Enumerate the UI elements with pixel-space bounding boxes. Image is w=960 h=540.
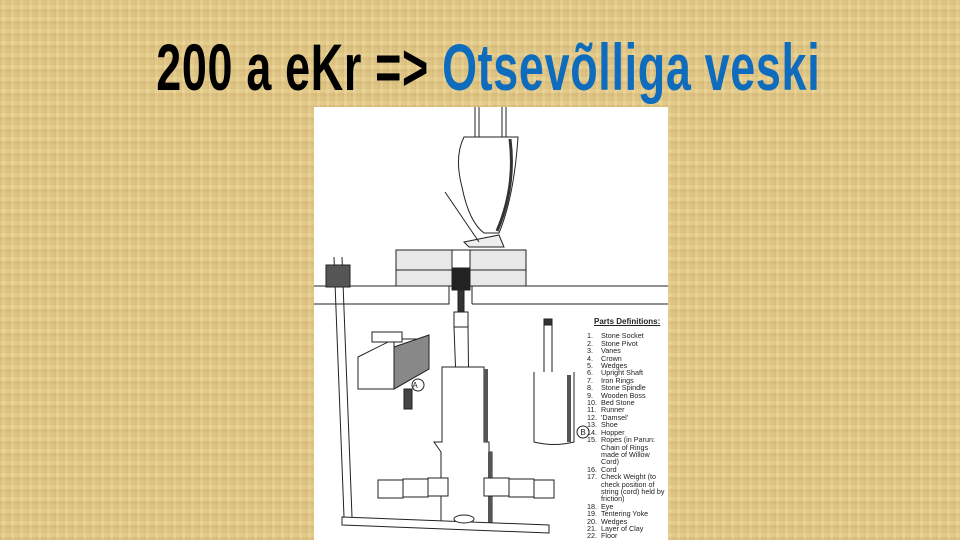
tentering-rod — [341, 516, 550, 534]
part-item: 17. Check Weight (to check position of st… — [587, 473, 667, 503]
part-label: Ropes (in Parun: Chain of Rings made of … — [601, 435, 655, 467]
title-highlight: Otsevõlliga veski — [442, 30, 821, 104]
part-number: 20. — [587, 516, 597, 526]
part-number: 11. — [587, 405, 597, 415]
parts-definitions: Parts Definitions: 1. Stone Socket 2. Stone… — [587, 317, 667, 540]
part-item: 1. Stone Socket — [587, 331, 667, 341]
part-label: Cord — [601, 464, 617, 474]
part-label: Shoe — [601, 420, 618, 430]
part-number: 14. — [587, 427, 597, 437]
part-item: 11. Runner — [587, 405, 667, 415]
part-item: 20. Wedges — [587, 516, 667, 526]
parts-heading: Parts Definitions: — [594, 317, 661, 326]
part-label: Wedges — [601, 516, 628, 526]
part-label: 'Damsel' — [601, 412, 629, 422]
shoe — [462, 234, 505, 248]
part-item: 8. Stone Spindle — [587, 383, 667, 393]
sprattle-beam — [333, 256, 353, 518]
part-number: 1. — [587, 331, 593, 341]
stone-pivot — [453, 514, 475, 524]
part-item: 6. Upright Shaft — [587, 368, 667, 378]
part-item: 2. Stone Pivot — [587, 338, 667, 348]
part-number: 2. — [587, 338, 593, 348]
floor — [314, 285, 668, 305]
part-number: 21. — [587, 523, 597, 533]
part-label: Crown — [601, 353, 622, 363]
part-number: 3. — [587, 346, 593, 356]
part-label: Runner — [601, 405, 625, 415]
part-number: 17. — [587, 472, 597, 482]
part-item: 15. Ropes (in Parun: Chain of Rings made … — [587, 436, 667, 466]
part-label: Layer of Clay — [601, 523, 644, 533]
part-label: Floor — [601, 531, 618, 540]
crown — [433, 366, 493, 528]
part-label: Iron Rings — [601, 375, 634, 385]
part-number: 18. — [587, 501, 597, 511]
part-number: 19. — [587, 509, 597, 519]
part-label: Vanes — [601, 346, 621, 356]
eye — [451, 249, 471, 271]
part-number: 22. — [587, 531, 597, 540]
part-item: 7. Iron Rings — [587, 375, 667, 385]
part-label: Wedges — [601, 361, 628, 371]
title-prefix: 200 a eKr => — [156, 30, 429, 104]
part-item: 21. Layer of Clay — [587, 523, 667, 533]
tentering-yoke — [325, 264, 351, 288]
part-number: 4. — [587, 353, 593, 363]
part-label: Upright Shaft — [601, 368, 643, 378]
part-number: 13. — [587, 420, 597, 430]
part-item: 16. Cord — [587, 464, 667, 474]
part-label: Eye — [601, 501, 614, 511]
part-item: 12. 'Damsel' — [587, 412, 667, 422]
part-label: Hopper — [601, 427, 625, 437]
part-item: 13. Shoe — [587, 420, 667, 430]
part-number: 7. — [587, 375, 593, 385]
part-label: Stone Spindle — [601, 383, 646, 393]
part-label: Check Weight (to check position of strin… — [601, 472, 665, 504]
part-number: 10. — [587, 398, 597, 408]
callout-a: A — [412, 381, 418, 390]
detail-a — [357, 331, 430, 410]
part-number: 12. — [587, 412, 597, 422]
part-item: 4. Crown — [587, 353, 667, 363]
part-number: 5. — [587, 361, 593, 371]
parts-list: 1. Stone Socket 2. Stone Pivot 3. Vanes 4. Crow… — [587, 332, 667, 540]
part-item: 9. Wooden Boss — [587, 390, 667, 400]
part-number: 15. — [587, 435, 597, 445]
iron-rings — [453, 311, 469, 328]
part-item: 5. Wedges — [587, 361, 667, 371]
detail-b — [533, 318, 590, 445]
hopper — [458, 136, 519, 234]
part-number: 6. — [587, 368, 593, 378]
part-label: Stone Socket — [601, 331, 644, 341]
slide-title: 200 a eKr => Otsevõlliga veski — [0, 30, 960, 104]
part-item: 3. Vanes — [587, 346, 667, 356]
part-item: 14. Hopper — [587, 427, 667, 437]
part-number: 8. — [587, 383, 593, 393]
part-label: Stone Pivot — [601, 338, 638, 348]
part-number: 16. — [587, 464, 597, 474]
vanes — [377, 477, 555, 499]
part-number: 9. — [587, 390, 593, 400]
mill-diagram: A B Parts Definitions: 1. Stone Socket 2. S… — [314, 107, 668, 540]
part-item: 22. Floor — [587, 531, 667, 540]
part-item: 10. Bed Stone — [587, 398, 667, 408]
part-item: 19. Tentering Yoke — [587, 509, 667, 519]
ropes — [474, 107, 507, 137]
part-label: Tentering Yoke — [601, 509, 649, 519]
part-label: Wooden Boss — [601, 390, 646, 400]
wooden-boss — [451, 267, 471, 291]
part-label: Bed Stone — [601, 398, 635, 408]
part-item: 18. Eye — [587, 501, 667, 511]
mill-drawing: A B — [314, 107, 668, 534]
callout-b: B — [580, 428, 585, 437]
